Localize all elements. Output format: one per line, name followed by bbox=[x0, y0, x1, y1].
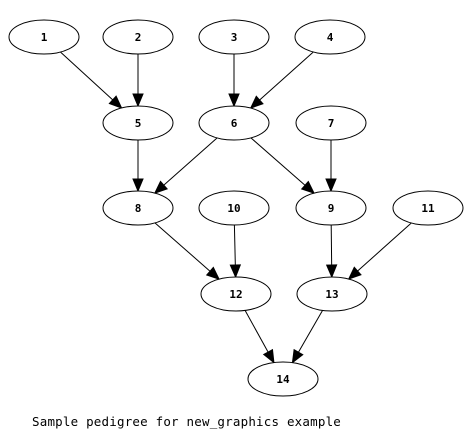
edge-line bbox=[259, 51, 314, 101]
node-ellipse bbox=[102, 190, 174, 226]
edge-line bbox=[357, 222, 412, 272]
node-ellipse bbox=[200, 276, 272, 312]
node-label: 8 bbox=[135, 202, 142, 215]
edge-5-to-8 bbox=[132, 140, 144, 193]
node-label: 13 bbox=[325, 288, 338, 301]
node-ellipse bbox=[247, 361, 319, 397]
node-ellipse bbox=[392, 190, 464, 226]
edge-line bbox=[244, 310, 269, 353]
node-5: 5 bbox=[102, 105, 174, 141]
node-ellipse bbox=[198, 190, 270, 226]
arrowhead bbox=[325, 178, 337, 193]
edge-8-to-12 bbox=[154, 222, 221, 280]
edge-7-to-9 bbox=[325, 140, 337, 193]
node-4: 4 bbox=[294, 19, 366, 55]
node-6: 6 bbox=[198, 105, 270, 141]
arrowhead bbox=[132, 93, 144, 108]
edge-line bbox=[154, 222, 211, 272]
arrowhead bbox=[347, 266, 362, 280]
node-label: 7 bbox=[328, 117, 335, 130]
node-11: 11 bbox=[392, 190, 464, 226]
node-ellipse bbox=[8, 19, 80, 55]
arrowhead bbox=[249, 95, 264, 109]
edge-10-to-12 bbox=[229, 224, 242, 279]
arrowhead bbox=[132, 178, 144, 193]
edge-line bbox=[233, 224, 236, 266]
node-label: 6 bbox=[231, 117, 238, 130]
node-2: 2 bbox=[102, 19, 174, 55]
edge-line bbox=[250, 137, 306, 186]
arrowhead bbox=[291, 348, 304, 364]
edge-4-to-6 bbox=[249, 51, 314, 109]
arrowhead bbox=[153, 180, 169, 194]
node-label: 4 bbox=[327, 31, 334, 44]
arrowhead bbox=[262, 348, 275, 364]
diagram-caption: Sample pedigree for new_graphics example bbox=[32, 414, 342, 429]
node-label: 5 bbox=[135, 117, 142, 130]
arrowhead bbox=[108, 95, 123, 109]
node-ellipse bbox=[102, 19, 174, 55]
node-label: 10 bbox=[227, 202, 240, 215]
arrowhead bbox=[228, 93, 240, 108]
node-ellipse bbox=[295, 105, 367, 141]
node-9: 9 bbox=[295, 190, 367, 226]
node-14: 14 bbox=[247, 361, 319, 397]
node-label: 14 bbox=[276, 373, 290, 386]
node-label: 9 bbox=[328, 202, 335, 215]
node-13: 13 bbox=[296, 276, 368, 312]
edge-line bbox=[297, 310, 323, 353]
arrowhead bbox=[205, 266, 221, 280]
edge-12-to-14 bbox=[244, 310, 275, 364]
edges-layer bbox=[60, 51, 412, 364]
edge-9-to-13 bbox=[325, 224, 338, 279]
edge-6-to-8 bbox=[153, 137, 218, 194]
node-1: 1 bbox=[8, 19, 80, 55]
edge-1-to-5 bbox=[60, 51, 123, 109]
node-ellipse bbox=[295, 190, 367, 226]
node-10: 10 bbox=[198, 190, 270, 226]
node-8: 8 bbox=[102, 190, 174, 226]
node-7: 7 bbox=[295, 105, 367, 141]
arrowhead bbox=[325, 264, 338, 279]
node-ellipse bbox=[102, 105, 174, 141]
node-label: 2 bbox=[135, 31, 142, 44]
node-ellipse bbox=[296, 276, 368, 312]
edge-3-to-6 bbox=[228, 54, 240, 108]
arrowhead bbox=[229, 264, 242, 279]
edge-6-to-9 bbox=[250, 137, 316, 194]
node-label: 12 bbox=[229, 288, 242, 301]
arrowhead bbox=[300, 180, 316, 194]
edge-line bbox=[60, 51, 114, 101]
node-label: 3 bbox=[231, 31, 238, 44]
edge-line bbox=[163, 137, 218, 186]
node-ellipse bbox=[294, 19, 366, 55]
node-3: 3 bbox=[198, 19, 270, 55]
edge-2-to-5 bbox=[132, 54, 144, 108]
node-12: 12 bbox=[200, 276, 272, 312]
edge-11-to-13 bbox=[347, 222, 412, 280]
node-label: 1 bbox=[41, 31, 48, 44]
node-ellipse bbox=[198, 105, 270, 141]
node-ellipse bbox=[198, 19, 270, 55]
node-label: 11 bbox=[421, 202, 435, 215]
edge-13-to-14 bbox=[291, 310, 323, 364]
